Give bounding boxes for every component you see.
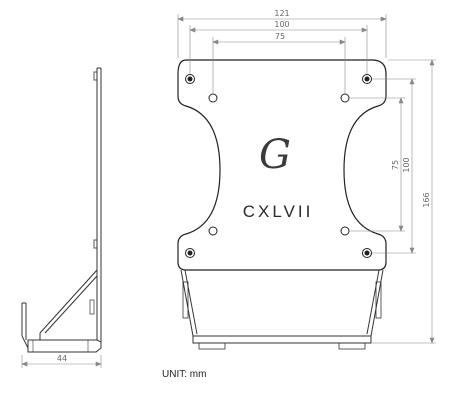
mounting-holes: [185, 74, 372, 258]
model-name: CXLVII: [243, 202, 314, 221]
hole-inner-top-left: [208, 93, 218, 103]
width-dimension-lines: [177, 14, 387, 93]
front-bracket: [180, 269, 384, 350]
hole-inner-bottom-right: [340, 226, 350, 236]
hole-inner-top-right: [340, 93, 350, 103]
dimension-outer-hole-spacing: 100: [274, 20, 289, 29]
dimension-vertical-inner: 75: [391, 160, 400, 170]
side-depth-dimension: [21, 355, 102, 368]
dimension-overall-height: 166: [422, 192, 431, 207]
side-depth-label: 44: [57, 354, 67, 363]
hole-outer-bottom-right: [362, 248, 372, 258]
height-dimension-lines: [350, 59, 436, 344]
dimension-inner-hole-spacing: 75: [275, 32, 285, 41]
dimension-vertical-outer: 100: [402, 157, 411, 172]
hole-outer-top-right: [362, 74, 372, 84]
dimension-overall-width: 121: [274, 9, 289, 18]
logo-letter: G: [259, 132, 291, 178]
hole-outer-bottom-left: [185, 248, 195, 258]
hole-outer-top-left: [185, 74, 195, 84]
unit-label: UNIT: mm: [162, 369, 206, 380]
side-view: [21, 67, 102, 353]
hole-inner-bottom-left: [208, 226, 218, 236]
mounting-plate-outline: [177, 59, 387, 271]
